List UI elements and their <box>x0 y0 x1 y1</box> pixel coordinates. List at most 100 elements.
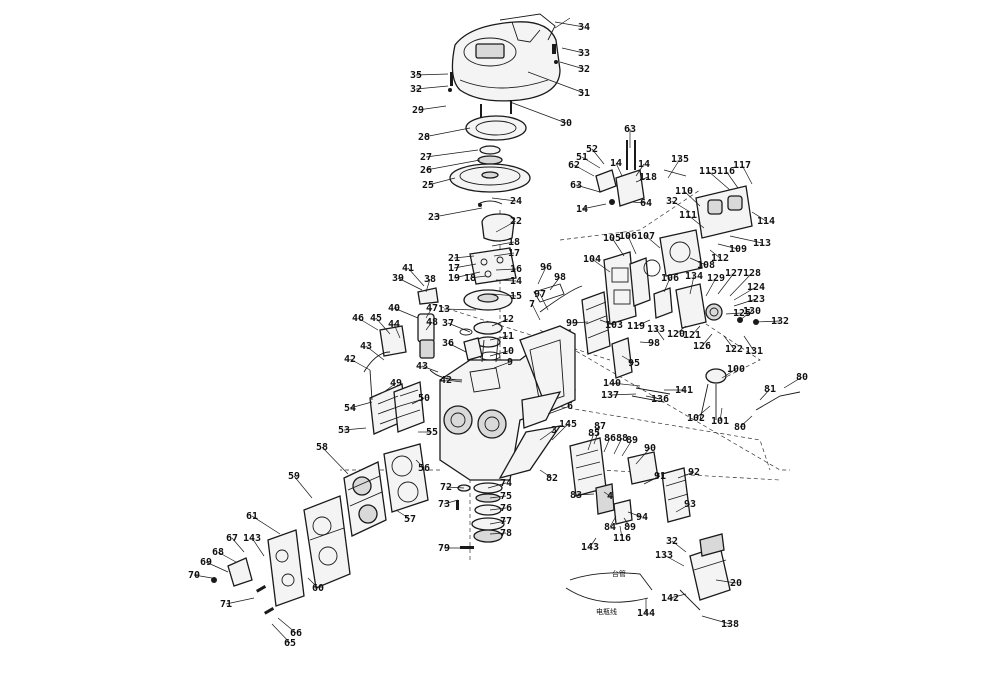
oil-pump <box>459 328 483 361</box>
part-number-c73: 73 <box>438 499 450 510</box>
leader-line-c80a <box>783 376 803 389</box>
part-number-c103: 103 <box>605 320 623 331</box>
part-number-c88: 88 <box>616 433 628 444</box>
part-number-c61: 61 <box>246 511 258 522</box>
leader-line-c118 <box>635 176 649 183</box>
part-number-c135: 135 <box>671 154 689 165</box>
leader-line-c26 <box>425 159 481 171</box>
leader-line-c32a <box>559 61 585 70</box>
leader-line-c81 <box>759 388 771 401</box>
leader-line-c63b <box>575 184 601 193</box>
part-number-c75: 75 <box>500 491 512 502</box>
leader-line-c51 <box>581 156 601 169</box>
leader-line-c40 <box>393 307 419 319</box>
leader-line-c114 <box>751 211 767 222</box>
leader-line-c106b <box>663 277 671 293</box>
hoses <box>363 351 463 401</box>
leader-line-c4 <box>603 491 611 497</box>
part-number-c39: 39 <box>392 273 404 284</box>
leader-line-c145 <box>551 423 569 441</box>
leader-line-c15 <box>491 293 517 297</box>
part-number-c46: 46 <box>352 313 364 324</box>
part-number-c95: 95 <box>628 358 640 369</box>
leader-line-c97 <box>539 293 549 311</box>
leader-line-c89b <box>623 517 631 528</box>
leader-line-c75 <box>489 495 507 499</box>
leader-line-c133b <box>655 328 665 341</box>
leader-line-c125 <box>725 312 743 315</box>
part-number-c32d: 32 <box>666 196 678 207</box>
leader-line-c46 <box>357 317 379 331</box>
part-number-c54: 54 <box>344 403 356 414</box>
temperature-sensor <box>699 368 801 421</box>
leader-line-c45 <box>375 317 391 335</box>
leader-line-c56 <box>415 459 425 469</box>
part-number-c25: 25 <box>422 180 434 191</box>
part-number-c141: 141 <box>675 385 693 396</box>
leader-line-c77 <box>489 520 507 525</box>
part-number-c76: 76 <box>500 503 512 514</box>
part-number-c32c: 32 <box>666 536 678 547</box>
leader-line-c74 <box>487 482 507 489</box>
part-number-c28: 28 <box>418 132 430 143</box>
part-number-c52: 52 <box>586 144 598 155</box>
part-number-c132: 132 <box>771 316 789 327</box>
leader-line-c78 <box>489 532 507 535</box>
leader-line-c44 <box>393 323 401 339</box>
leader-line-c47 <box>425 307 433 319</box>
leader-line-c96 <box>537 266 547 285</box>
cylinder-head <box>343 461 387 537</box>
leader-line-c43b <box>421 365 439 373</box>
part-number-c97: 97 <box>534 289 546 300</box>
part-number-c14a: 14 <box>510 276 522 287</box>
part-number-c116a: 116 <box>613 533 631 544</box>
leader-line-c16 <box>495 268 517 271</box>
leader-line-c110 <box>683 190 701 207</box>
leader-line-c24 <box>491 197 517 202</box>
part-number-c119: 119 <box>627 321 645 332</box>
part-number-c49: 49 <box>390 378 402 389</box>
leader-line-c127 <box>717 272 735 295</box>
head-cover <box>303 495 351 589</box>
leader-line-c34 <box>554 21 585 28</box>
part-number-c78: 78 <box>500 528 512 539</box>
part-number-c6: 6 <box>567 401 573 412</box>
part-number-c32a: 32 <box>578 64 590 75</box>
part-number-c123: 123 <box>747 294 765 305</box>
part-number-c26: 26 <box>420 165 432 176</box>
fuel-pump <box>643 229 703 277</box>
leader-line-c142 <box>669 593 687 599</box>
part-number-c82: 82 <box>546 473 558 484</box>
part-number-c137: 137 <box>601 390 619 401</box>
part-number-c80b: 80 <box>734 422 746 433</box>
leader-line-c59 <box>293 475 313 499</box>
leader-line-c87 <box>593 425 601 445</box>
part-number-c90: 90 <box>644 443 656 454</box>
leader-line-c67 <box>231 537 245 553</box>
leader-line-c41 <box>407 267 425 287</box>
leader-line-c130 <box>739 310 753 321</box>
leader-line-c27 <box>425 149 479 158</box>
leader-line-c143a <box>251 537 265 557</box>
part-number-c70: 70 <box>188 570 200 581</box>
part-number-c19: 19 <box>448 273 460 284</box>
part-number-c63b: 63 <box>570 180 582 191</box>
leader-line-c6 <box>547 405 571 415</box>
part-number-c48: 48 <box>426 317 438 328</box>
leader-line-c133 <box>663 554 685 567</box>
leader-line-c126 <box>701 333 713 347</box>
lower-seal-stack <box>456 482 505 549</box>
leader-line-c12 <box>491 318 509 327</box>
leader-line-c35 <box>415 73 449 76</box>
part-number-c96: 96 <box>540 262 552 273</box>
leader-line-c22 <box>495 220 517 233</box>
part-number-c30: 30 <box>560 118 572 129</box>
leader-line-c138 <box>701 615 731 625</box>
leader-line-c37 <box>447 322 471 333</box>
leader-line-c14a <box>495 279 517 282</box>
leader-line-c33 <box>561 47 585 54</box>
leader-line-c42b <box>445 379 463 383</box>
part-number-c104: 104 <box>583 254 601 265</box>
part-number-c84: 84 <box>604 522 616 533</box>
part-number-c29: 29 <box>412 105 424 116</box>
